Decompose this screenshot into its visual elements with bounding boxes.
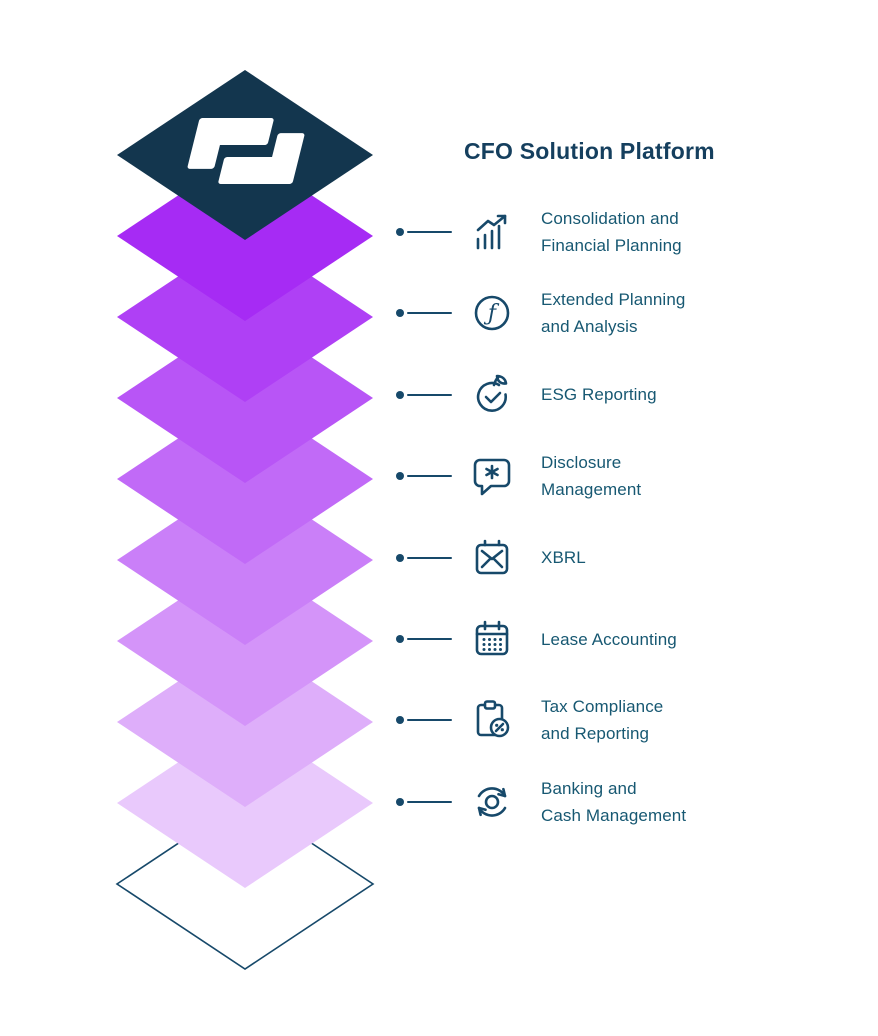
solution-item: Disclosure Management — [396, 435, 641, 517]
connector-line — [396, 472, 452, 481]
solution-item-label: ESG Reporting — [541, 385, 657, 405]
connector-rule — [407, 556, 452, 559]
lease-calendar-icon — [468, 615, 516, 663]
solution-item-label: Lease Accounting — [541, 629, 677, 649]
connector-rule — [407, 800, 452, 803]
solution-item-label: Consolidation and Financial Planning — [541, 209, 682, 255]
connector-line — [396, 553, 452, 562]
connector-dot — [396, 390, 404, 399]
solution-item-label: XBRL — [541, 548, 586, 568]
solution-item-label: Disclosure Management — [541, 453, 642, 500]
connector-rule — [407, 393, 452, 396]
connector-line — [396, 390, 452, 399]
lucanet-logo — [187, 118, 305, 184]
esg-leaf-icon — [468, 371, 516, 419]
connector-rule — [407, 719, 452, 722]
solution-item: Tax Compliance and Reporting — [396, 679, 663, 761]
connector-line — [396, 716, 452, 725]
connector-dot — [396, 716, 404, 725]
solution-item-label: Extended Planning and Analysis — [541, 290, 686, 337]
xbrl-envelope-icon — [468, 534, 516, 582]
solution-item: ƒ Extended Planning and Analysis — [396, 272, 685, 354]
connector-dot — [396, 635, 404, 643]
connector-line — [396, 797, 452, 806]
connector-dot — [396, 228, 404, 236]
connector-rule — [407, 475, 452, 478]
svg-text:ƒ: ƒ — [483, 301, 500, 326]
function-icon: ƒ — [468, 289, 516, 337]
connector-dot — [396, 472, 404, 481]
outline-diamond — [115, 798, 375, 970]
connector-rule — [407, 312, 452, 315]
connector-line — [396, 309, 452, 318]
connector-line — [396, 635, 452, 643]
solutions-panel: CFO Solution Platform Consolidation and … — [396, 0, 878, 1036]
solution-item: XBRL — [396, 517, 586, 599]
connector-line — [396, 228, 452, 236]
consolidation-chart-icon — [468, 208, 516, 256]
solution-item: Consolidation and Financial Planning — [396, 191, 682, 273]
connector-rule — [407, 638, 452, 640]
connector-dot — [396, 797, 404, 806]
connector-dot — [396, 309, 404, 318]
solution-item-label: Banking and Cash Management — [541, 778, 687, 825]
connector-rule — [407, 231, 452, 233]
diamond-stack — [115, 70, 375, 970]
solution-item: Lease Accounting — [396, 598, 677, 680]
solution-item-label: Tax Compliance and Reporting — [541, 697, 664, 744]
tax-clipboard-icon — [468, 696, 516, 744]
solution-item: Banking and Cash Management — [396, 761, 686, 843]
banking-cycle-icon — [468, 778, 516, 826]
connector-dot — [396, 553, 404, 562]
disclosure-speech-icon — [468, 452, 516, 500]
solution-item: ESG Reporting — [396, 354, 657, 436]
logo-tile — [117, 70, 373, 240]
page-title: CFO Solution Platform — [464, 138, 715, 164]
